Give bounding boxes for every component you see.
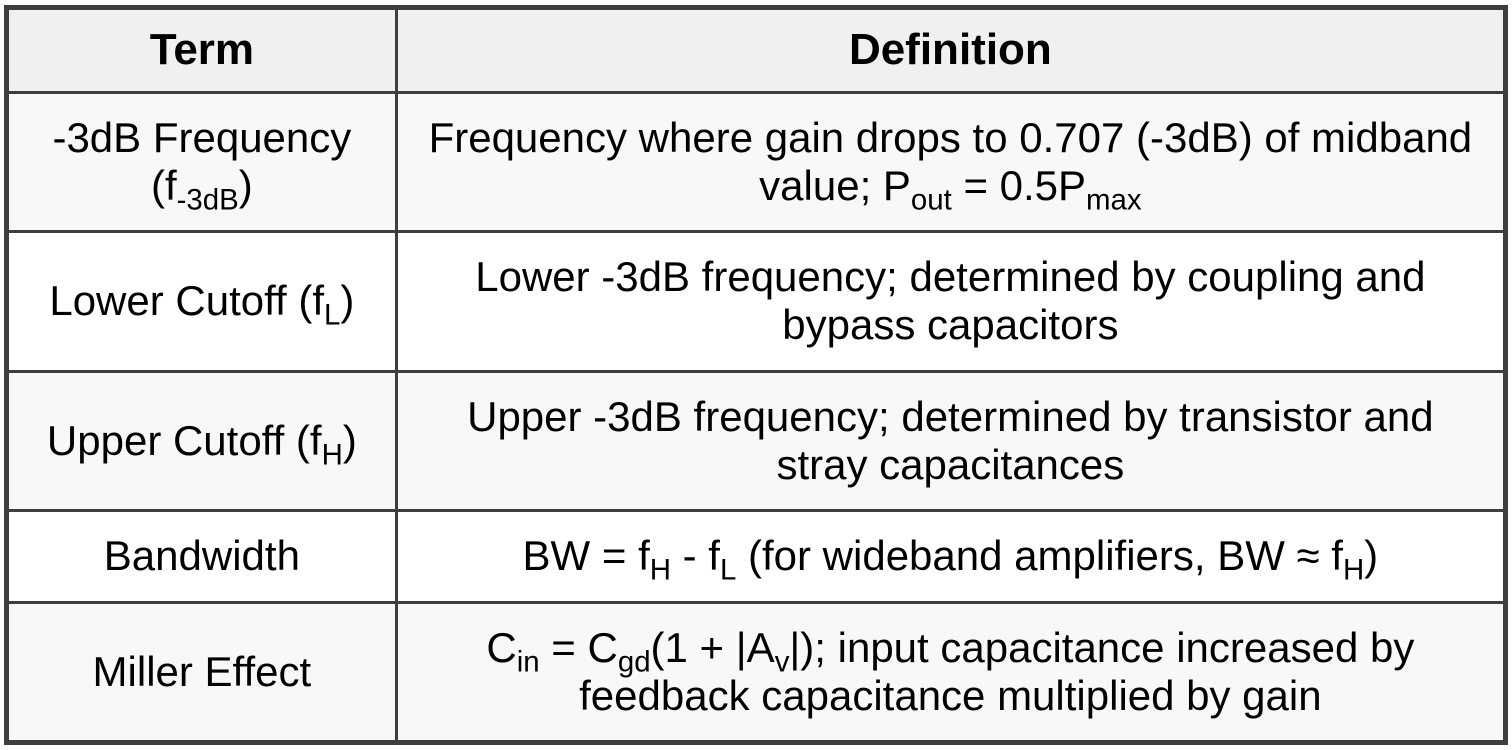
subscript-text: L <box>719 553 737 587</box>
column-header-definition: Definition <box>394 6 1508 94</box>
subscript-text: H <box>649 553 671 587</box>
subscript-text: in <box>516 645 540 679</box>
term-cell: -3dB Frequency(f-3dB) <box>5 90 398 234</box>
table-row: Lower Cutoff (fL) Lower -3dB frequency; d… <box>5 230 1508 373</box>
term-cell: Bandwidth <box>5 509 398 604</box>
text-segment: ) <box>340 277 355 325</box>
table-row: Miller Effect Cin = Cgd(1 + |Av|); input … <box>5 600 1508 745</box>
term-cell: Miller Effect <box>5 600 398 745</box>
text-segment: Frequency where gain drops to 0.707 (-3d… <box>428 113 1473 161</box>
text-segment: Upper -3dB frequency; determined by tran… <box>467 392 1434 440</box>
text-segment: BW = f <box>522 532 650 580</box>
text-segment: ) <box>1364 532 1379 580</box>
definition-cell: Frequency where gain drops to 0.707 (-3d… <box>394 90 1508 234</box>
text-segment: (f <box>150 161 177 209</box>
subscript-text: v <box>774 645 790 679</box>
subscript-text: H <box>321 438 343 472</box>
text-segment: = C <box>539 623 618 671</box>
text-segment: ) <box>342 416 357 464</box>
subscript-text: out <box>910 183 952 217</box>
subscript-text: -3dB <box>176 183 239 217</box>
table-row: Upper Cutoff (fH) Upper -3dB frequency; d… <box>5 369 1508 513</box>
text-segment: (for wideband amplifiers, BW ≈ f <box>736 532 1343 580</box>
text-segment: = 0.5P <box>951 161 1087 209</box>
text-segment: (1 + |A <box>650 623 775 671</box>
subscript-text: L <box>324 298 341 332</box>
definition-cell: Lower -3dB frequency; determined by coup… <box>394 230 1508 373</box>
term-cell: Lower Cutoff (fL) <box>5 230 398 373</box>
text-segment: - f <box>670 532 720 580</box>
header-row: Term Definition <box>5 6 1508 94</box>
definition-cell: BW = fH - fL (for wideband amplifiers, B… <box>394 509 1508 604</box>
text-segment: -3dB Frequency <box>52 113 352 161</box>
definition-cell: Cin = Cgd(1 + |Av|); input capacitance i… <box>394 600 1508 745</box>
text-segment: Miller Effect <box>92 647 312 695</box>
text-segment: value; P <box>759 161 911 209</box>
text-segment: Lower -3dB frequency; determined by coup… <box>475 253 1426 301</box>
text-segment: Upper Cutoff (f <box>46 416 322 464</box>
text-segment: Lower Cutoff (f <box>49 277 325 325</box>
table-body: -3dB Frequency(f-3dB) Frequency where gai… <box>5 90 1508 745</box>
text-segment: |); input capacitance increased by <box>789 623 1415 671</box>
text-segment: Bandwidth <box>103 532 300 580</box>
text-segment: stray capacitances <box>776 441 1125 489</box>
text-segment: bypass capacitors <box>782 301 1119 349</box>
table-header: Term Definition <box>5 6 1508 94</box>
column-header-term: Term <box>5 6 398 94</box>
text-segment: C <box>486 623 517 671</box>
definitions-table: Term Definition -3dB Frequency(f-3dB) Fre… <box>4 5 1508 746</box>
text-segment: feedback capacitance multiplied by gain <box>579 671 1322 719</box>
definition-cell: Upper -3dB frequency; determined by tran… <box>394 369 1508 513</box>
text-segment: ) <box>238 161 253 209</box>
subscript-text: H <box>1342 553 1365 587</box>
table-row: -3dB Frequency(f-3dB) Frequency where gai… <box>5 90 1508 234</box>
term-cell: Upper Cutoff (fH) <box>5 369 398 513</box>
subscript-text: max <box>1086 183 1142 217</box>
